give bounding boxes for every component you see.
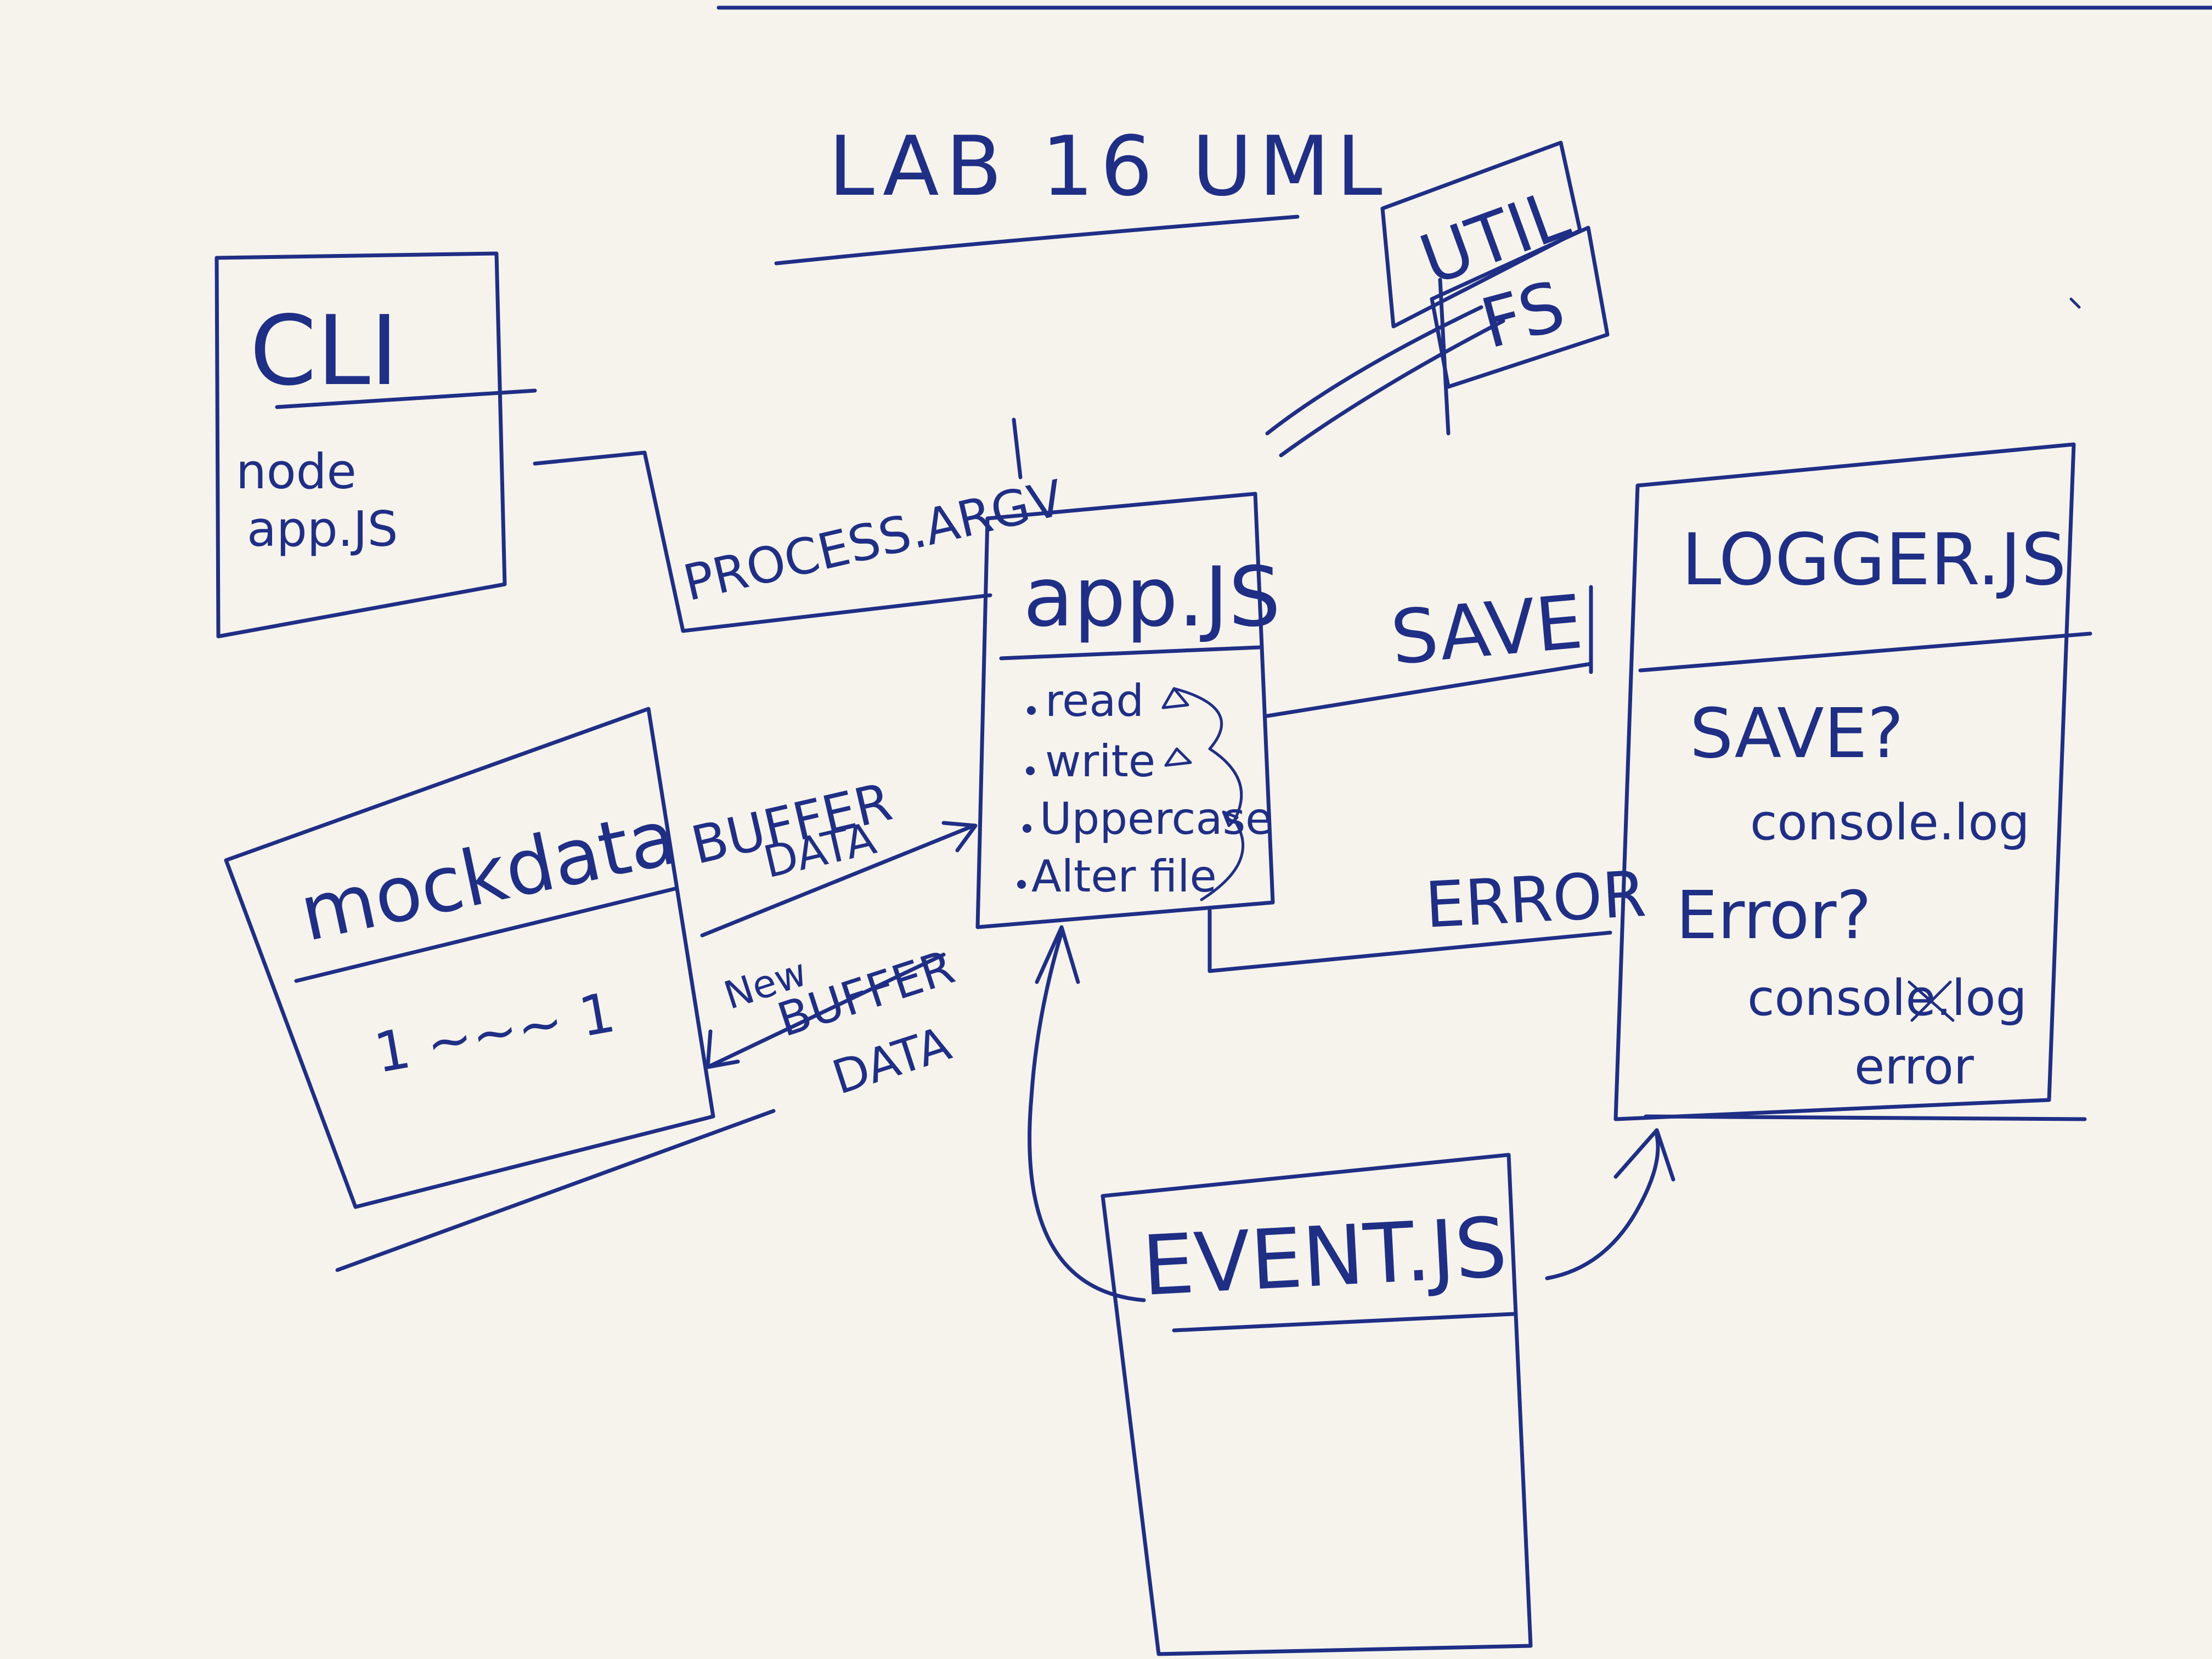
app-method-bullet	[1026, 766, 1035, 775]
error-label: ERROR	[1423, 857, 1647, 943]
arrowhead	[1164, 747, 1192, 767]
stray-mark	[2069, 297, 2081, 309]
method-chain-arrow	[1172, 687, 1245, 901]
new-buffer-data-arrow	[706, 952, 946, 1069]
app-js-box-title: app.JS	[1023, 550, 1280, 645]
app-method-bullet	[1023, 824, 1031, 833]
logger-error-action-crossed: console.log	[1747, 969, 2027, 1027]
arrowhead	[1161, 687, 1189, 709]
arrowhead	[1035, 925, 1080, 984]
app-method-bullet	[1027, 706, 1036, 715]
cli-box-line-2: app.JS	[247, 501, 398, 557]
logger-error-action: error	[1854, 1038, 1974, 1096]
logger-error-question: Error?	[1676, 878, 1871, 954]
save-label: SAVE	[1387, 579, 1586, 681]
logger-save-action: console.log	[1750, 794, 2030, 851]
mockdata-bottom-line	[335, 1109, 776, 1272]
event-js-box-title: EVENT.JS	[1140, 1200, 1510, 1314]
app-method-write: write	[1045, 736, 1155, 787]
event-to-logger-arrow	[1545, 1133, 1660, 1280]
arrowhead	[941, 821, 978, 853]
arrowhead	[1222, 810, 1239, 827]
cli-box-line-1: node	[236, 443, 357, 500]
cli-box-title: CLI	[250, 296, 398, 407]
arrowhead	[706, 1029, 740, 1069]
logger-js-box: LOGGER.JS SAVE? console.log Error? conso…	[1613, 442, 2092, 1121]
save-connector	[1265, 662, 1593, 718]
title-underline	[774, 215, 1300, 266]
cli-box: CLI node app.JS	[215, 251, 537, 639]
strike-through-mark	[1908, 980, 1955, 1022]
event-to-app-arrow	[1028, 930, 1146, 1302]
logger-js-box-title: LOGGER.JS	[1681, 518, 2067, 601]
app-method-alter-file: Alter file	[1031, 851, 1217, 902]
buffer-data-arrow	[700, 823, 976, 938]
error-connector	[1207, 909, 1612, 973]
arrowhead	[1613, 1128, 1675, 1182]
process-argv-tick	[1012, 417, 1023, 479]
logger-save-question: SAVE?	[1690, 694, 1904, 774]
event-js-box: EVENT.JS	[1101, 1153, 1533, 1656]
app-method-bullet	[1017, 880, 1026, 889]
util-to-app-connector	[1265, 305, 1483, 436]
util-to-app-connector-2	[1279, 319, 1505, 458]
cli-to-app-connector	[533, 450, 992, 633]
diagram-title: LAB 16 UML	[828, 119, 1389, 215]
app-method-read: read	[1045, 675, 1144, 726]
app-js-box: app.JS read write Uppercase Alter file	[975, 492, 1280, 929]
